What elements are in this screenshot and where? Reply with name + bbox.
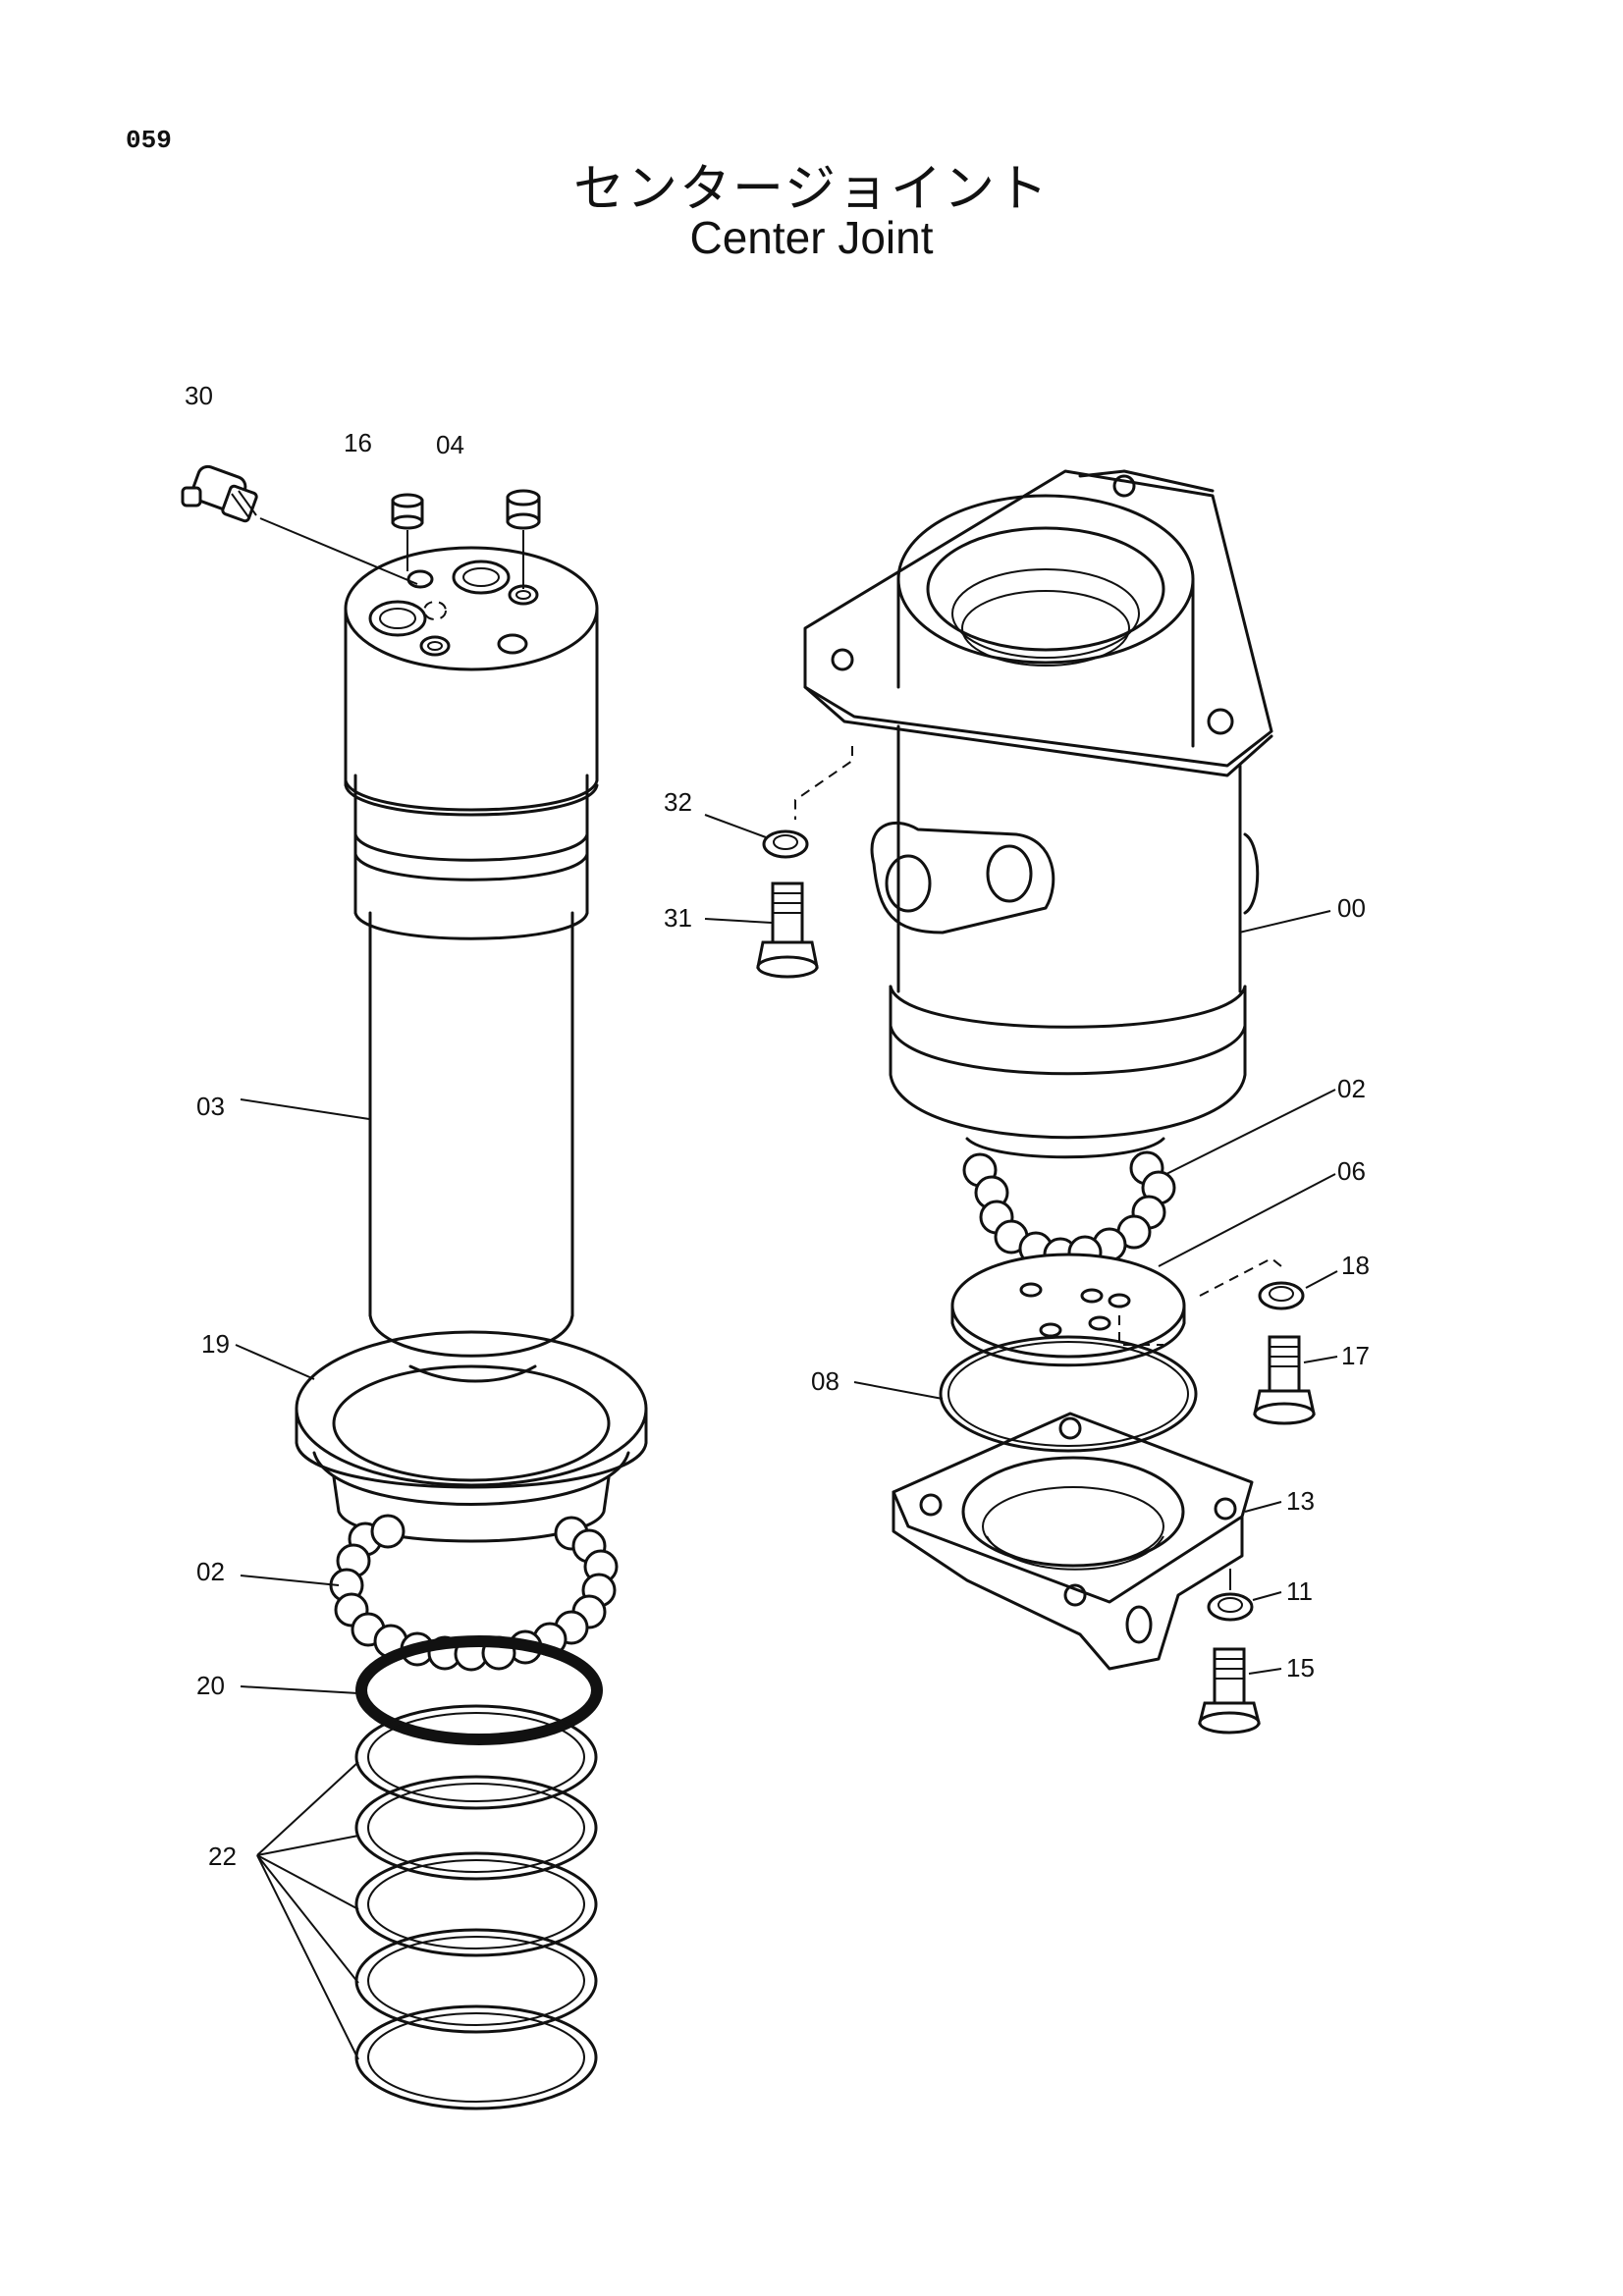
part-06-plate	[950, 1253, 1186, 1367]
part-11-washer	[1207, 1592, 1254, 1622]
part-22-seal-rings	[354, 1704, 598, 2110]
leader-00	[1238, 910, 1331, 934]
callout-16: 16	[344, 428, 372, 457]
callout-11: 11	[1286, 1576, 1313, 1606]
leader-11	[1252, 1591, 1282, 1601]
part-08-o-ring	[939, 1335, 1198, 1453]
leader-03	[240, 1098, 370, 1120]
part-16-plug	[391, 493, 424, 530]
leader-02-left	[240, 1575, 340, 1586]
callout-08: 08	[811, 1366, 839, 1396]
callout-04: 04	[436, 430, 464, 459]
leader-02-right	[1165, 1089, 1336, 1175]
callout-03: 03	[196, 1092, 225, 1121]
part-30-elbow-fitting	[181, 464, 258, 523]
callout-02-right: 02	[1337, 1074, 1366, 1103]
part-19-cover	[295, 1330, 648, 1543]
callout-02-left: 02	[196, 1557, 225, 1586]
callout-30: 30	[185, 381, 213, 410]
leader-22-fan	[256, 1761, 359, 2060]
part-02-steel-balls-right	[962, 1150, 1176, 1272]
part-13-cover	[892, 1412, 1254, 1671]
leader-13	[1244, 1501, 1282, 1513]
part-04-plug	[506, 489, 541, 530]
leader-08	[853, 1381, 944, 1400]
leader-17	[1303, 1356, 1338, 1363]
leader-dash-flange-to-32	[794, 746, 853, 820]
callout-32: 32	[664, 787, 692, 817]
callout-19: 19	[201, 1329, 230, 1359]
callout-18: 18	[1341, 1251, 1370, 1280]
part-18-washer	[1258, 1281, 1305, 1310]
leader-31	[704, 918, 773, 924]
part-20-o-ring	[355, 1635, 603, 1745]
callout-13: 13	[1286, 1486, 1315, 1516]
part-15-bolt	[1198, 1647, 1261, 1735]
part-00-body	[803, 469, 1273, 1159]
leader-dash-plate-to-18	[1199, 1256, 1282, 1297]
part-32-washer	[762, 829, 809, 859]
callout-31: 31	[664, 903, 692, 933]
callout-15: 15	[1286, 1653, 1315, 1682]
leader-32	[704, 814, 767, 838]
callout-00: 00	[1337, 893, 1366, 923]
title-japanese: センタージョイント	[573, 160, 1050, 219]
leader-30-to-port	[259, 517, 418, 585]
leader-19	[235, 1344, 315, 1380]
leader-20	[240, 1685, 359, 1694]
part-17-bolt	[1253, 1335, 1316, 1425]
part-03-spindle	[344, 546, 599, 1383]
callout-17: 17	[1341, 1341, 1370, 1370]
leader-15	[1248, 1668, 1282, 1675]
title-english: Center Joint	[689, 212, 934, 263]
leader-18	[1305, 1270, 1338, 1289]
leader-06	[1158, 1173, 1336, 1267]
callout-22: 22	[208, 1842, 237, 1871]
page-number: 059	[126, 126, 172, 155]
part-31-bolt	[756, 881, 819, 979]
callout-06: 06	[1337, 1156, 1366, 1186]
callout-20: 20	[196, 1671, 225, 1700]
